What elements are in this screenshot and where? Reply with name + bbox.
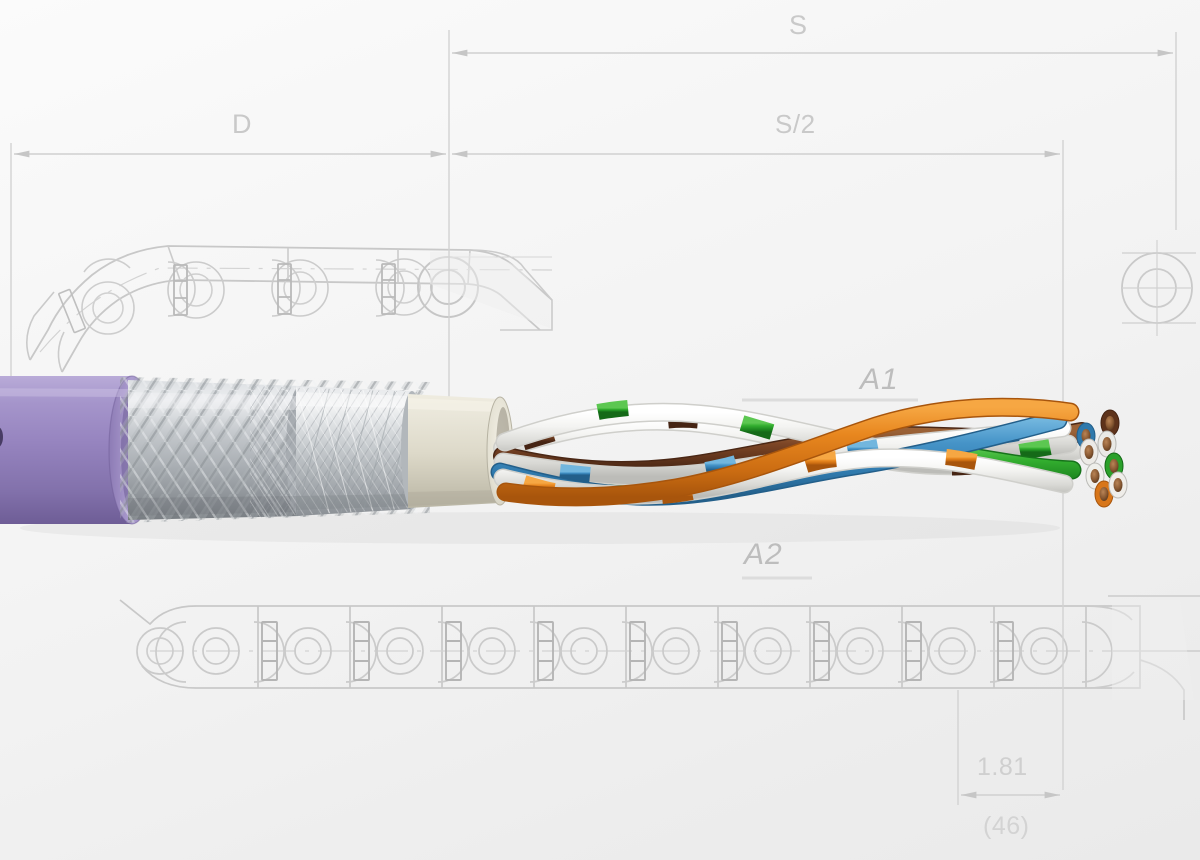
callout-label-a1: A1 [860, 363, 899, 396]
pair-orange [493, 397, 1080, 507]
drag-chain-straight-section [119, 595, 1200, 720]
dimension-label-d: D [232, 109, 252, 139]
dimension-value-mm: (46) [983, 812, 1030, 840]
foil-shield [250, 386, 423, 518]
dimension-value-inch: 1.81 [977, 753, 1028, 781]
wire-end-faces [1076, 409, 1128, 508]
twisted-pairs [490, 397, 1092, 507]
chain-pivot-detail [1121, 240, 1196, 336]
drag-chain-curved-section [26, 245, 553, 373]
dimension-label-s-half: S/2 [775, 109, 816, 139]
callout-label-a2: A2 [744, 538, 783, 571]
dimension-label-s: S [789, 10, 808, 40]
cable-illustration [0, 375, 1128, 544]
